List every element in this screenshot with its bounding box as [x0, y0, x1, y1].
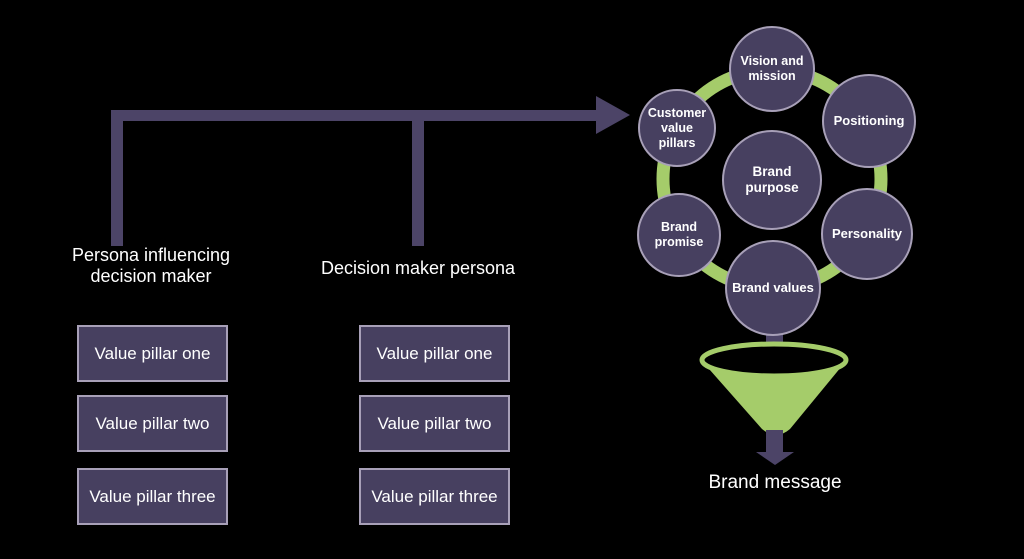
- connector-horizontal-line: [111, 110, 597, 121]
- funnel-opening: [699, 341, 849, 379]
- wheel-node-brand-values: Brand values: [725, 240, 821, 336]
- brand-message-label: Brand message: [708, 472, 842, 493]
- wheel-node-vision-and-mission: Vision and mission: [729, 26, 815, 112]
- wheel-node-personality: Personality: [821, 188, 913, 280]
- wheel-node-label: Brand purpose: [745, 163, 799, 195]
- wheel-node-label: Personality: [831, 226, 903, 242]
- wheel-node-label: Positioning: [833, 113, 905, 129]
- influencer-value-pillar-two-box: Value pillar two: [77, 395, 228, 452]
- decision-maker-value-pillar-two-box: Value pillar two: [359, 395, 510, 452]
- influencer-value-pillar-three-box: Value pillar three: [77, 468, 228, 525]
- flow-connector-arrow: [111, 96, 630, 246]
- decision-maker-column-heading: Decision maker persona: [320, 258, 516, 278]
- decision-maker-branch-line: [412, 110, 424, 246]
- arrow-out-of-funnel-icon: [756, 430, 794, 465]
- funnel-cone: [702, 361, 846, 435]
- influencer-value-pillar-one-box: Value pillar one: [77, 325, 228, 382]
- wheel-node-customer-value-pillars: Customer value pillars: [638, 89, 716, 167]
- wheel-node-label: Brand promise: [654, 220, 704, 249]
- wheel-node-label: Vision and mission: [740, 54, 804, 83]
- influencer-column-heading: Persona influencing decision maker: [71, 245, 231, 286]
- funnel-icon: [699, 341, 849, 435]
- decision-maker-value-pillar-one-box: Value pillar one: [359, 325, 510, 382]
- influencer-branch-line: [111, 110, 123, 246]
- wheel-node-brand-promise: Brand promise: [637, 193, 721, 277]
- connector-arrowhead-icon: [596, 96, 630, 134]
- wheel-node-label: Brand values: [732, 280, 814, 296]
- decision-maker-value-pillar-three-box: Value pillar three: [359, 468, 510, 525]
- wheel-node-brand-purpose: Brand purpose: [722, 130, 822, 230]
- wheel-node-label: Customer value pillars: [647, 105, 707, 150]
- wheel-node-positioning: Positioning: [822, 74, 916, 168]
